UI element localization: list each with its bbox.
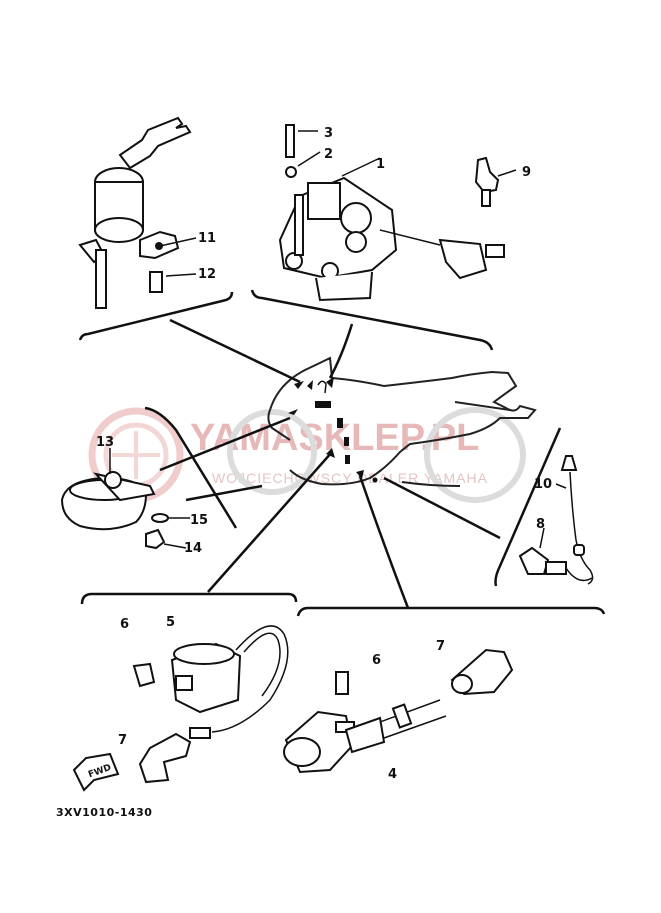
horn-assembly: [60, 448, 190, 550]
bracket-bottom-left: [80, 592, 298, 605]
starter-relay-assembly: [278, 124, 505, 302]
callout-10: 10: [534, 477, 552, 492]
fwd-arrow-icon: FWD: [72, 752, 120, 792]
callout-1: 1: [376, 157, 385, 172]
callout-3: 3: [324, 126, 333, 141]
main-switch-assembly: [78, 116, 197, 309]
callout-4: 4: [388, 767, 397, 782]
bracket-top-left: [78, 291, 234, 341]
callout-labels: 1 2 3 4 5 6 6 7 7 8 9 10 11 12 13 14 15: [96, 126, 552, 782]
watermark-tagline: WOJCIECHOWSCY DEALER YAMAHA: [212, 470, 488, 486]
sensor-switch-9: [474, 156, 517, 207]
callout-8: 8: [536, 517, 545, 532]
callout-6-left: 6: [120, 617, 129, 632]
bracket-right: [494, 427, 562, 587]
ignition-coil-left: [132, 625, 289, 784]
group-brackets: [78, 289, 606, 617]
callout-7-right: 7: [436, 639, 445, 654]
bracket-top-right: [250, 289, 494, 351]
callout-7-left: 7: [118, 733, 127, 748]
thermo-sensor-assembly: [518, 455, 594, 585]
callout-2: 2: [324, 147, 333, 162]
ignition-coil-right: [283, 648, 514, 774]
callout-12: 12: [198, 267, 216, 282]
callout-15: 15: [190, 513, 208, 528]
callout-6-right: 6: [372, 653, 381, 668]
callout-14: 14: [184, 541, 202, 556]
bracket-bottom-right: [296, 606, 606, 617]
bracket-horn: [144, 406, 238, 529]
callout-9: 9: [522, 165, 531, 180]
callout-13: 13: [96, 435, 114, 450]
callout-11: 11: [198, 231, 216, 246]
motorcycle-outline: [227, 356, 537, 503]
diagram-code: 3XV1010-1430: [56, 806, 152, 819]
leader-lines: [159, 318, 501, 609]
callout-5: 5: [166, 615, 175, 630]
